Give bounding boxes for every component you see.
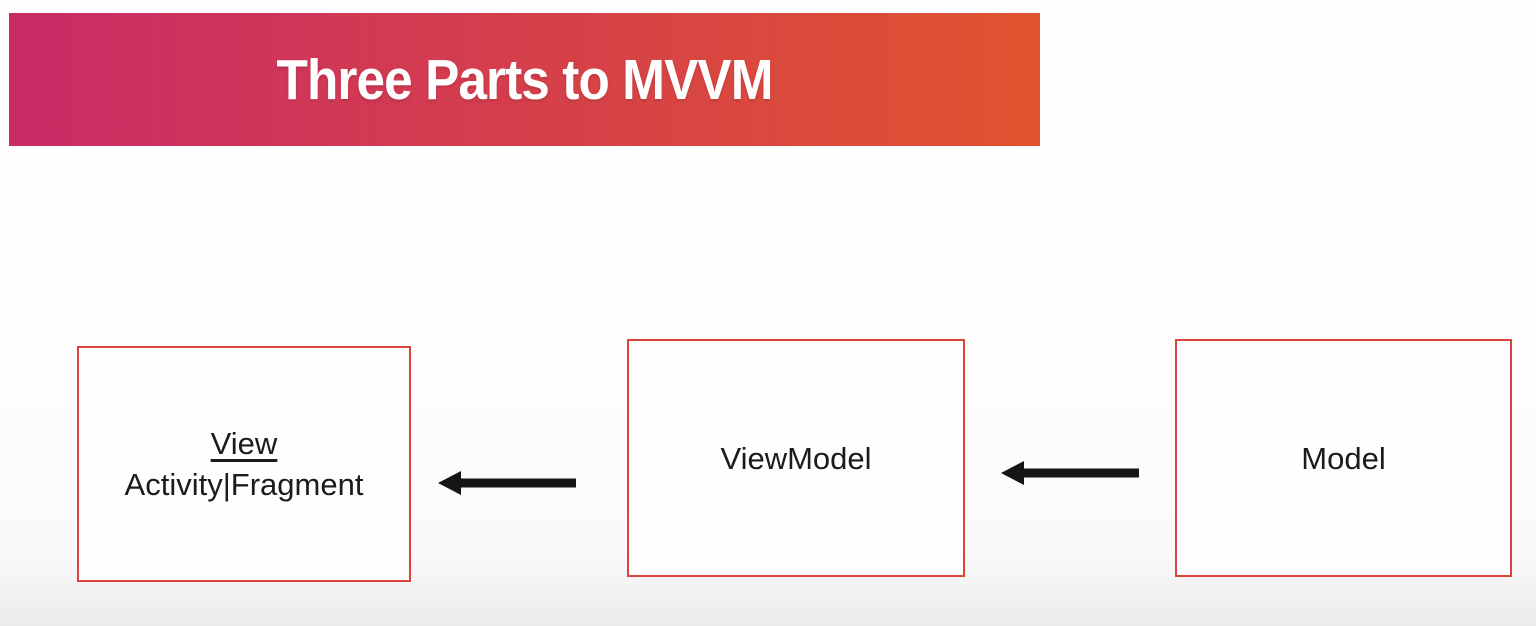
view-box-title: View bbox=[210, 426, 278, 461]
view-box: View Activity|Fragment bbox=[77, 346, 411, 582]
arrow-model-to-viewmodel-icon bbox=[1001, 461, 1139, 485]
viewmodel-box-label: ViewModel bbox=[720, 440, 872, 476]
viewmodel-box: ViewModel bbox=[627, 339, 965, 577]
arrow-viewmodel-to-view-icon bbox=[438, 471, 576, 495]
model-box-label: Model bbox=[1301, 440, 1386, 476]
slide-title: Three Parts to MVVM bbox=[276, 47, 773, 112]
view-box-subtitle: Activity|Fragment bbox=[124, 467, 364, 502]
model-box: Model bbox=[1175, 339, 1512, 577]
title-banner: Three Parts to MVVM bbox=[9, 13, 1040, 146]
